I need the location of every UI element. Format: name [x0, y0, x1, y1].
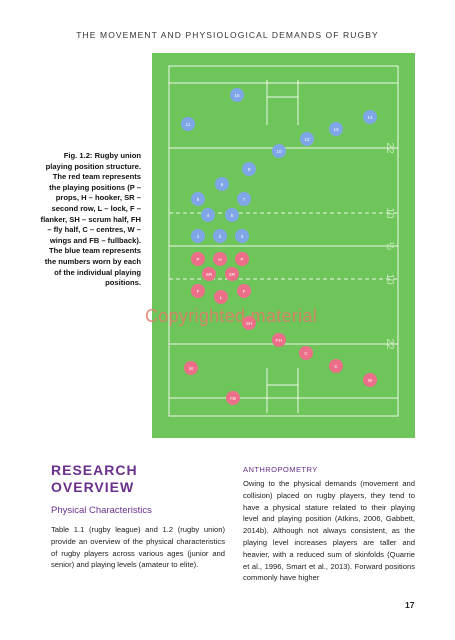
red-player-marker	[329, 359, 343, 373]
copyright-watermark: Copyrighted material	[145, 306, 318, 326]
blue-player-marker	[237, 192, 251, 206]
figure-caption: Fig. 1.2: Rugby union playing position s…	[40, 151, 141, 289]
blue-player-label: 2	[219, 234, 222, 239]
blue-player-marker	[272, 144, 286, 158]
red-team: P H P SR SR F L F SH FH C C W W FB	[184, 252, 377, 405]
red-player-marker	[184, 361, 198, 375]
red-player-label: P	[240, 257, 243, 262]
red-player-marker	[213, 252, 227, 266]
anthropometry-paragraph: Owing to the physical demands (movement …	[243, 479, 415, 583]
caption-label: Fig. 1.2:	[63, 151, 93, 160]
blue-player-marker	[213, 229, 227, 243]
red-player-label: F	[243, 289, 246, 294]
page-number: 17	[405, 600, 415, 610]
red-player-marker	[191, 252, 205, 266]
red-player-label: L	[220, 295, 223, 300]
red-player-marker	[202, 267, 216, 281]
red-player-label: W	[368, 378, 373, 383]
field-line-label: 10	[384, 273, 395, 285]
blue-player-label: 4	[207, 213, 210, 218]
red-player-marker	[299, 346, 313, 360]
field-line-label: ½	[384, 242, 395, 251]
caption-text: Rugby union playing position structure. …	[40, 151, 141, 288]
red-player-label: P	[196, 257, 199, 262]
blue-player-label: 15	[234, 93, 240, 98]
blue-player-label: 1	[197, 234, 200, 239]
blue-player-marker	[235, 229, 249, 243]
red-player-label: C	[304, 351, 308, 356]
blue-player-label: 6	[221, 182, 224, 187]
red-player-label: SR	[206, 272, 213, 277]
field-line-label: 22	[384, 338, 395, 350]
field-line-label: 22	[384, 142, 395, 154]
blue-player-label: 11	[186, 122, 191, 127]
red-player-marker	[237, 284, 251, 298]
blue-player-label: 8	[197, 197, 200, 202]
blue-player-marker	[329, 122, 343, 136]
red-player-marker	[214, 290, 228, 304]
red-player-label: F	[197, 289, 200, 294]
running-head: THE MOVEMENT AND PHYSIOLOGICAL DEMANDS O…	[76, 30, 379, 40]
red-player-marker	[363, 373, 377, 387]
red-player-marker	[225, 267, 239, 281]
blue-player-label: 13	[333, 127, 339, 132]
touchlines	[168, 65, 399, 417]
section-title-line1: RESEARCH	[51, 462, 138, 478]
red-player-marker	[272, 333, 286, 347]
red-player-marker	[235, 252, 249, 266]
blue-player-label: 12	[304, 137, 310, 142]
red-player-label: SH	[246, 321, 252, 326]
red-player-label: W	[189, 366, 194, 371]
anthropometry-heading: ANTHROPOMETRY	[243, 465, 318, 474]
blue-player-marker	[242, 162, 256, 176]
blue-player-label: 3	[241, 234, 244, 239]
physical-characteristics-heading: Physical Characteristics	[51, 505, 152, 516]
section-title: RESEARCH OVERVIEW	[51, 462, 138, 496]
red-player-label: H	[218, 257, 221, 262]
blue-player-marker	[363, 110, 377, 124]
blue-player-label: 14	[367, 115, 373, 120]
blue-player-label: 10	[276, 149, 282, 154]
blue-player-label: 7	[243, 197, 246, 202]
blue-player-marker	[225, 208, 239, 222]
blue-player-label: 5	[231, 213, 234, 218]
blue-player-marker	[300, 132, 314, 146]
red-player-label: FB	[230, 396, 236, 401]
blue-player-marker	[215, 177, 229, 191]
physical-characteristics-paragraph: Table 1.1 (rugby league) and 1.2 (rugby …	[51, 525, 225, 570]
section-title-line2: OVERVIEW	[51, 479, 135, 495]
blue-player-marker	[230, 88, 244, 102]
blue-player-marker	[191, 229, 205, 243]
red-player-marker	[226, 391, 240, 405]
blue-player-marker	[201, 208, 215, 222]
field-line-label: 10	[384, 207, 395, 219]
red-player-label: C	[334, 364, 338, 369]
blue-player-marker	[191, 192, 205, 206]
red-player-label: SR	[229, 272, 236, 277]
red-player-label: FH	[276, 338, 282, 343]
line-labels: 22 10 ½ 10 22	[384, 142, 395, 350]
blue-player-label: 9	[248, 167, 251, 172]
blue-player-marker	[181, 117, 195, 131]
red-player-marker	[242, 316, 256, 330]
red-player-marker	[191, 284, 205, 298]
